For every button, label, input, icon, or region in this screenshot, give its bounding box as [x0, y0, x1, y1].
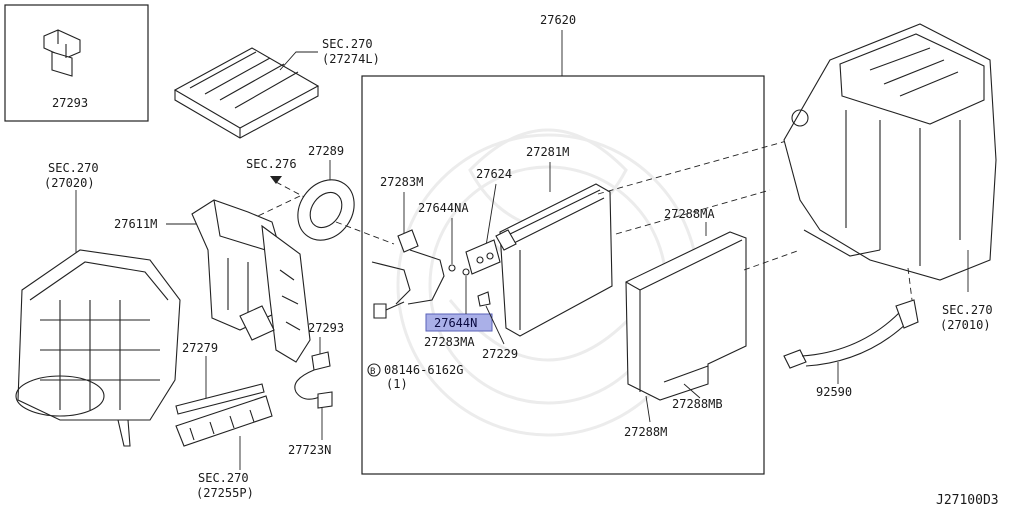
ring-27289-part [297, 179, 355, 241]
sec276-arrow-icon [270, 176, 282, 184]
bolt-symbol-icon [367, 363, 381, 377]
block-27624-part [465, 239, 501, 275]
label-27288MB: 27288MB [672, 397, 723, 411]
diagram-id: J27100D3 [936, 493, 999, 508]
label-27620: 27620 [540, 13, 576, 27]
label-27283MA: 27283MA [424, 335, 475, 349]
label-27229: 27229 [482, 347, 518, 361]
label-27283M: 27283M [380, 175, 423, 189]
label-sec270-27255P-a: SEC.270 [198, 471, 249, 485]
oring-27644NA [448, 264, 456, 272]
heater-unit-part [783, 23, 997, 281]
bolt-08146-part [373, 301, 405, 319]
oring-27644N [462, 268, 470, 276]
label-sec270-27274L-a: SEC.270 [322, 37, 373, 51]
label-27288M: 27288M [624, 425, 667, 439]
main-frame [361, 75, 765, 475]
label-27644NA: 27644NA [418, 201, 469, 215]
clip-part-icon [43, 29, 81, 77]
screw-27229-part [477, 291, 491, 307]
drain-hose-92590-part [783, 299, 919, 369]
label-sec270-27274L-b: (27274L) [322, 52, 380, 66]
label-92590: 92590 [816, 385, 852, 399]
label-sec270-27020-a: SEC.270 [48, 161, 99, 175]
housing-27611M-part [191, 199, 311, 363]
part-label-27293-inset: 27293 [52, 96, 88, 110]
label-27723N: 27723N [288, 443, 331, 457]
pipe-27283M-part [371, 229, 445, 305]
evaporator-27281M-part [495, 183, 613, 337]
highlight-27644N-box[interactable] [425, 313, 493, 332]
bolt-symbol-letter: B [370, 367, 375, 377]
label-sec270-27020-b: (27020) [44, 176, 95, 190]
label-sec270-27010-b: (27010) [940, 318, 991, 332]
casing-27288-part [625, 231, 747, 401]
label-27288MA: 27288MA [664, 207, 715, 221]
label-27293: 27293 [308, 321, 344, 335]
label-27289: 27289 [308, 144, 344, 158]
inset-box-frame [4, 4, 149, 122]
blower-unit-part [15, 249, 181, 447]
label-bolt-number: 08146-6162G [384, 363, 463, 377]
label-27281M: 27281M [526, 145, 569, 159]
label-bolt-qty: (1) [386, 377, 408, 391]
label-sec276: SEC.276 [246, 157, 297, 171]
label-27624: 27624 [476, 167, 512, 181]
label-27644N-highlighted[interactable]: 27644N [434, 316, 477, 330]
label-sec270-27255P-b: (27255P) [196, 486, 254, 500]
sensor-27293-part [294, 351, 333, 409]
cabin-filter-part [173, 47, 320, 139]
label-27279: 27279 [182, 341, 218, 355]
filter-strip-27279-part [175, 383, 273, 447]
label-sec270-27010-a: SEC.270 [942, 303, 993, 317]
label-27611M: 27611M [114, 217, 157, 231]
